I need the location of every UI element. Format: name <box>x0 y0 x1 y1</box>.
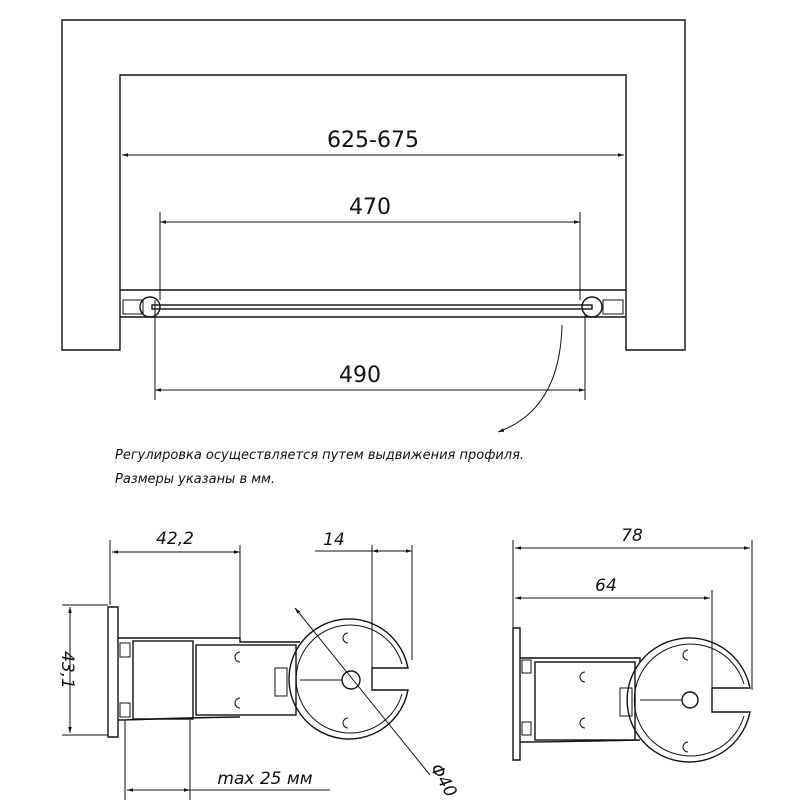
dim-outer-label: 490 <box>339 363 381 388</box>
profile-detail-right: 78 64 <box>512 526 753 763</box>
callout-arrow <box>497 324 563 433</box>
note-adjustment: Регулировка осуществляется путем выдвиже… <box>115 448 524 463</box>
wall-hatched <box>61 19 686 351</box>
note-units: Размеры указаны в мм. <box>115 472 275 487</box>
left-pivot-icon <box>139 296 161 318</box>
glass-rail <box>120 289 626 318</box>
dim-opening-label: 625-675 <box>327 128 419 153</box>
profile-detail-left: 42,2 14 43,1 Φ40 max 25 мм <box>57 529 460 800</box>
dimension-outer: 490 <box>154 300 586 400</box>
dim-inner-label: 470 <box>349 195 391 220</box>
right-pivot-icon <box>581 296 603 318</box>
dim-total-label: 78 <box>621 526 643 546</box>
dim-width-label: 42,2 <box>156 529 194 549</box>
dimension-inner: 470 <box>159 195 581 300</box>
dim-max-label: max 25 мм <box>217 769 312 789</box>
dim-diameter-label: Φ40 <box>426 761 461 800</box>
dim-height-label: 43,1 <box>57 651 77 689</box>
dim-slot-label: 14 <box>323 530 345 550</box>
dim-center-label: 64 <box>595 576 617 596</box>
dimension-opening: 625-675 <box>122 128 624 157</box>
